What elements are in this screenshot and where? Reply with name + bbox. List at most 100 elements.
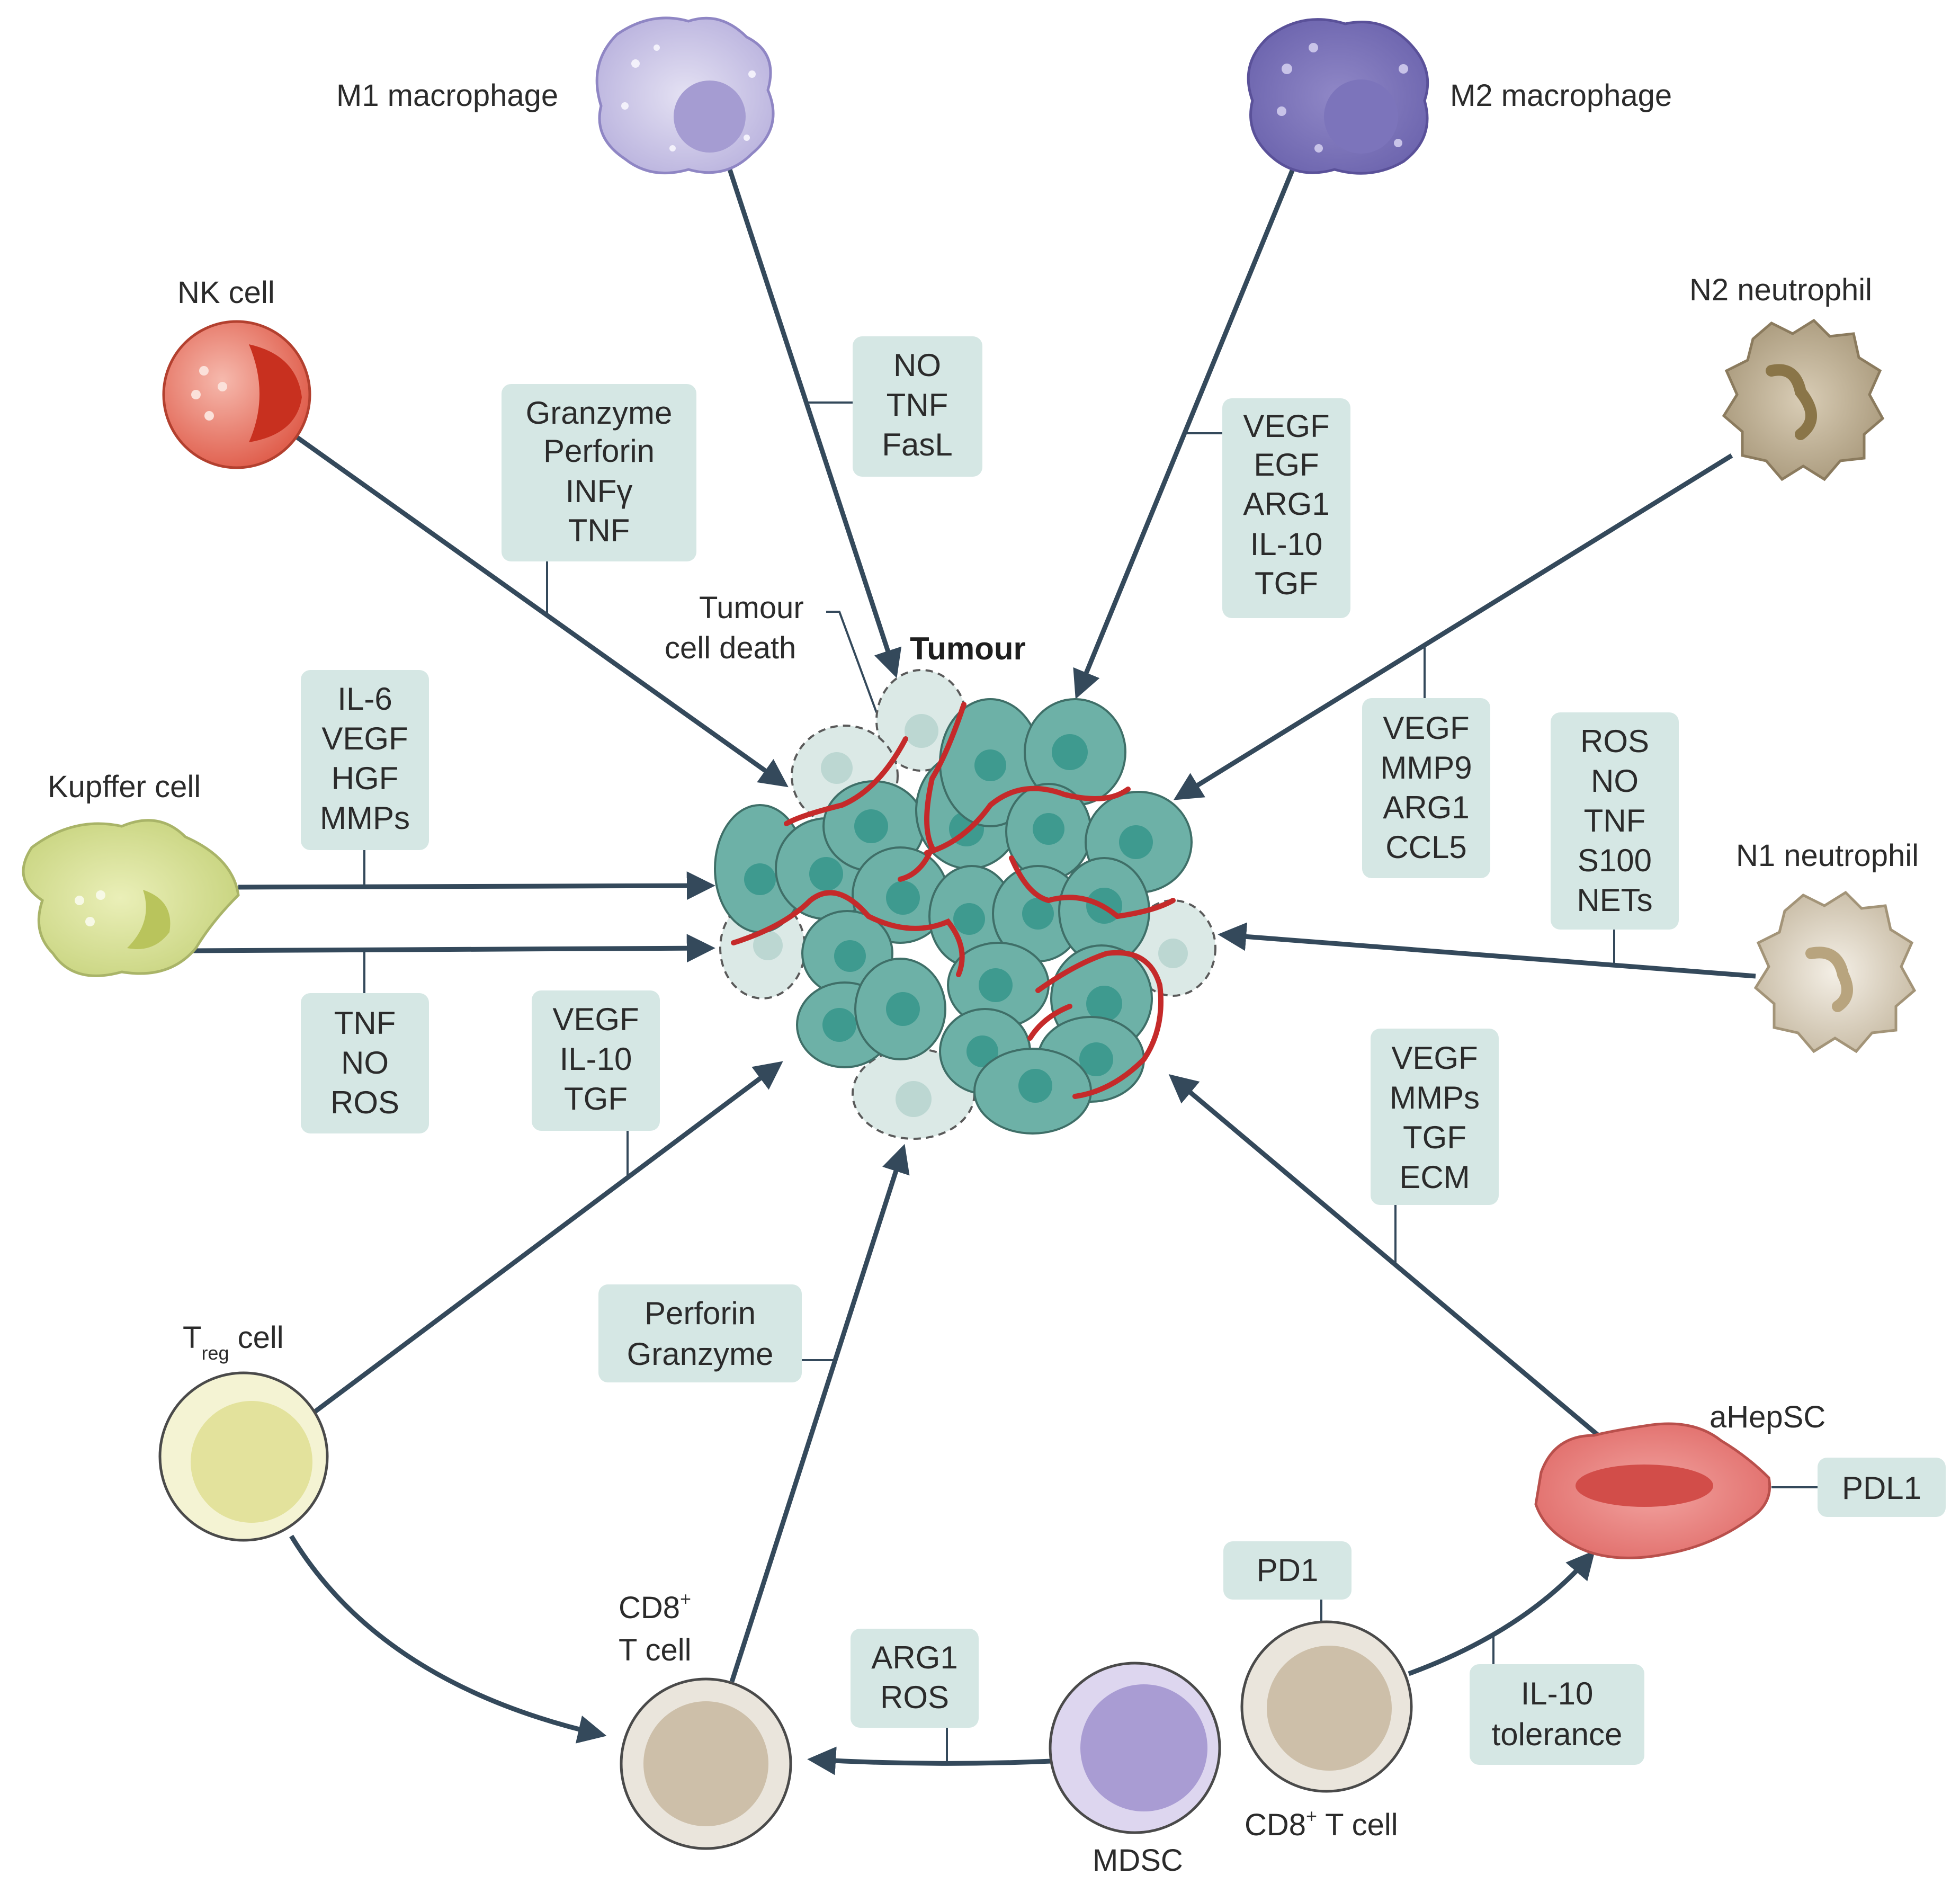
box-line: IL-10 [560, 1041, 632, 1077]
box-connectors [363, 401, 1818, 1762]
box-line: IL-10 [1521, 1676, 1594, 1711]
tumour-title: Tumour [910, 631, 1026, 666]
cd8-left-factor-box: Perforin Granzyme [598, 1284, 802, 1382]
box-line: ECM [1399, 1159, 1470, 1195]
n2-factor-box: VEGF MMP9 ARG1 CCL5 [1362, 698, 1490, 878]
n2-neutrophil-icon [1722, 318, 1885, 481]
box-line: MMPs [320, 800, 410, 836]
box-line: ROS [330, 1085, 399, 1120]
n1-factor-box: ROS NO TNF S100 NETs [1551, 712, 1679, 930]
box-line: TNF [334, 1005, 396, 1041]
cd8-left-label-line2: T cell [619, 1633, 692, 1667]
box-line: ARG1 [1383, 790, 1469, 825]
m2-arrow [1073, 163, 1297, 699]
tumour-cell-death-label-line2: cell death [665, 631, 796, 665]
box-line: NO [341, 1045, 389, 1081]
box-line: VEGF [552, 1002, 639, 1037]
treg-cell-icon [158, 1371, 329, 1542]
box-line: EGF [1254, 447, 1319, 483]
box-line: IL-10 [1250, 526, 1323, 562]
box-line: CCL5 [1385, 829, 1466, 865]
treg-arrow [314, 1061, 783, 1414]
ahepsc-label: aHepSC [1710, 1400, 1825, 1434]
box-line: TGF [564, 1081, 628, 1117]
m2-factor-box: VEGF EGF ARG1 IL-10 TGF [1222, 398, 1350, 618]
tumour-cell-death-label-line1: Tumour [699, 591, 804, 625]
box-line: ROS [880, 1680, 949, 1715]
box-line: Granzyme [526, 395, 673, 431]
n1-neutrophil-icon [1753, 890, 1917, 1053]
box-line: Granzyme [627, 1336, 774, 1372]
n1-arrow [1218, 922, 1756, 979]
box-line: MMPs [1390, 1080, 1480, 1115]
box-line: NETs [1577, 882, 1652, 918]
box-line: ROS [1580, 724, 1649, 759]
m1-macrophage-icon [595, 16, 775, 175]
kupffer-cell-icon [22, 819, 240, 977]
box-line: Perforin [645, 1296, 756, 1331]
box-line: TNF [568, 513, 630, 548]
treg-factor-box: VEGF IL-10 TGF [532, 990, 660, 1131]
cd8-to-ahepsc-arrow [1408, 1550, 1596, 1676]
m1-macrophage-label: M1 macrophage [336, 78, 558, 113]
box-line: TNF [1584, 803, 1646, 838]
nk-cell-label: NK cell [177, 275, 275, 310]
box-line: TNF [887, 387, 948, 423]
treg-to-cd8-arrow [289, 1534, 607, 1744]
pd1-box: PD1 [1223, 1541, 1352, 1600]
box-line: NO [1591, 763, 1639, 799]
box-line: Perforin [543, 433, 655, 469]
mdsc-icon [1049, 1662, 1221, 1834]
treg-cell-label: Treg cell [183, 1320, 284, 1364]
ahepsc-factor-box: VEGF MMPs TGF ECM [1371, 1029, 1499, 1205]
cd8-left-label-line1: CD8+ [619, 1588, 691, 1625]
arrows [193, 163, 1756, 1775]
cd8-t-cell-right-icon [1240, 1620, 1413, 1793]
kupffer-arrow-top [238, 871, 715, 900]
box-line: MMP9 [1380, 750, 1472, 785]
mdsc-to-cd8-arrow [807, 1746, 1052, 1775]
cd8-right-label: CD8+ T cell [1245, 1805, 1398, 1842]
m1-arrow [727, 168, 902, 678]
m1-factor-box: NO TNF FasL [853, 336, 982, 477]
box-line: tolerance [1492, 1717, 1623, 1752]
cd8-left-arrow [729, 1144, 910, 1683]
ahepsc-arrow [1168, 1074, 1600, 1437]
box-line: VEGF [321, 721, 408, 756]
kupffer-cell-label: Kupffer cell [48, 770, 201, 804]
kupffer-arrow-bottom [193, 934, 715, 963]
box-line: PDL1 [1842, 1470, 1921, 1506]
box-line: FasL [882, 427, 952, 462]
box-line: HGF [332, 761, 399, 796]
nk-arrow [295, 435, 789, 788]
box-line: TGF [1255, 566, 1318, 601]
kupffer-bottom-factor-box: TNF NO ROS [301, 993, 429, 1133]
n2-arrow [1173, 453, 1733, 800]
box-line: S100 [1578, 843, 1652, 878]
box-line: ARG1 [871, 1640, 957, 1675]
tumour-mass [714, 669, 1216, 1140]
m2-macrophage-label: M2 macrophage [1450, 78, 1672, 113]
kupffer-top-factor-box: IL-6 VEGF HGF MMPs [301, 670, 429, 850]
pdl1-box: PDL1 [1818, 1458, 1946, 1517]
box-line: PD1 [1257, 1552, 1319, 1588]
tumour-cells [714, 698, 1193, 1135]
mdsc-factor-box: ARG1 ROS [851, 1629, 979, 1728]
n2-neutrophil-label: N2 neutrophil [1689, 273, 1872, 307]
labels: M1 macrophage M2 macrophage NK cell N2 n… [48, 78, 1919, 1878]
n1-neutrophil-label: N1 neutrophil [1736, 838, 1919, 873]
m2-macrophage-icon [1247, 18, 1429, 175]
nk-cell-icon [162, 320, 311, 469]
mdsc-label: MDSC [1093, 1843, 1183, 1878]
box-line: INFγ [566, 474, 633, 509]
box-line: NO [893, 347, 941, 383]
box-line: VEGF [1391, 1040, 1478, 1076]
nk-factor-box: Granzyme Perforin INFγ TNF [502, 384, 696, 561]
il10-tolerance-box: IL-10 tolerance [1470, 1664, 1644, 1765]
blood-vessels [731, 702, 1176, 1099]
box-line: VEGF [1243, 408, 1329, 444]
box-line: ARG1 [1243, 486, 1329, 522]
box-line: VEGF [1383, 710, 1469, 746]
ahepsc-icon [1534, 1422, 1771, 1559]
